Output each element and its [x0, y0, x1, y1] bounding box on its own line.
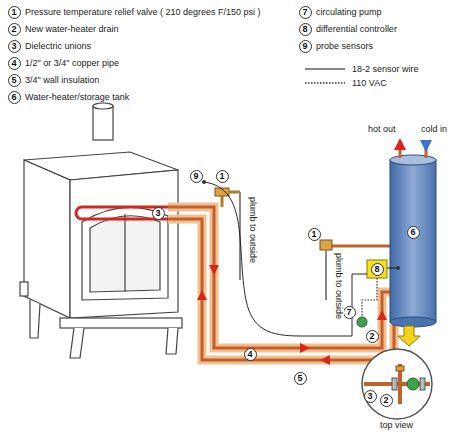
- differential-controller: [367, 260, 387, 278]
- callout-circle: 7: [343, 306, 356, 319]
- callout-circle: 1: [8, 6, 21, 19]
- top-view-inset: [362, 349, 432, 419]
- label-text: Dielectric unions: [25, 41, 91, 52]
- callout-number: 6: [11, 92, 16, 102]
- label-text: circulating pump: [316, 7, 382, 18]
- relief-valve: [215, 188, 240, 280]
- label-text: differential controller: [316, 24, 397, 35]
- callout-circle: 8: [371, 263, 384, 276]
- callout-number: 3: [367, 391, 372, 401]
- callout-number: 5: [297, 373, 302, 383]
- callout-circle: 3: [8, 40, 21, 53]
- callout-number: 7: [302, 7, 307, 17]
- label-text: 1/2" or 3/4" copper pipe: [25, 58, 119, 69]
- callout-circle: 2: [380, 394, 393, 407]
- callout-number: 2: [11, 24, 16, 34]
- water-heater-tank: [390, 138, 436, 327]
- zoom-arrow: [398, 326, 420, 346]
- callout-number: 1: [311, 229, 316, 239]
- insulated-copper-pipes: [168, 207, 394, 360]
- callout-number: 5: [11, 75, 16, 85]
- callout-number: 6: [410, 227, 415, 237]
- stove-side: [24, 160, 70, 318]
- callout-circle: 1: [308, 228, 321, 241]
- callout-number: 4: [11, 58, 16, 68]
- callout-number: 1: [219, 171, 224, 181]
- callout-circle: 3: [364, 390, 377, 403]
- callout-circle: 4: [8, 57, 21, 70]
- callout-number: 2: [383, 395, 388, 405]
- callout-number: 3: [11, 41, 16, 51]
- callout-circle: 5: [294, 372, 307, 385]
- label-text: cold in: [421, 124, 447, 135]
- heat-exchanger-coil: [76, 207, 168, 219]
- callout-number: 3: [155, 208, 160, 218]
- stove-pipe: [93, 106, 113, 140]
- legend-text: 18-2 sensor wire: [352, 64, 419, 75]
- callout-circle: 2: [366, 330, 379, 343]
- label-text: probe sensors: [316, 41, 373, 52]
- callout-circle: 3: [152, 207, 165, 220]
- callout-number: 4: [247, 349, 252, 359]
- label-text: New water-heater drain: [25, 24, 119, 35]
- legend-text: 110 VAC: [352, 78, 387, 89]
- probe-sensor: [202, 180, 206, 184]
- label-text: hot out: [368, 124, 396, 135]
- power-wire: [362, 278, 377, 317]
- wood-stove: [20, 103, 182, 358]
- stove-front: [70, 170, 178, 318]
- label-text: 3/4" wall insulation: [25, 75, 99, 86]
- circulating-pump: [357, 317, 367, 327]
- label-text: Water-heater/storage tank: [25, 92, 129, 103]
- sensor-wire: [204, 182, 367, 336]
- callout-number: 2: [369, 331, 374, 341]
- callout-circle: 6: [8, 91, 21, 104]
- callout-circle: 7: [299, 6, 312, 19]
- callout-circle: 6: [407, 226, 420, 239]
- callout-number: 7: [346, 307, 351, 317]
- callout-circle: 8: [299, 23, 312, 36]
- pipe-note: plumb to outside: [333, 252, 344, 320]
- probe-sensor: [396, 266, 400, 270]
- callout-number: 9: [193, 171, 198, 181]
- callout-circle: 2: [8, 23, 21, 36]
- flow-arrows: [197, 265, 387, 365]
- relief-valve: [320, 240, 390, 300]
- callout-number: 8: [302, 24, 307, 34]
- callout-number: 8: [374, 264, 379, 274]
- label-text: Pressure temperature relief valve ( 210 …: [25, 7, 261, 18]
- pipe-note: plumb to outside: [247, 196, 258, 264]
- legend-dotted-line: [305, 82, 345, 84]
- callout-circle: 9: [190, 170, 203, 183]
- callout-number: 1: [11, 7, 16, 17]
- callout-circle: 4: [244, 348, 257, 361]
- callout-circle: 1: [216, 170, 229, 183]
- legend-solid-line: [305, 69, 345, 70]
- callout-circle: 9: [299, 40, 312, 53]
- callout-circle: 5: [8, 74, 21, 87]
- stove-door: [82, 207, 168, 300]
- label-text: top view: [380, 420, 413, 431]
- callout-number: 9: [302, 41, 307, 51]
